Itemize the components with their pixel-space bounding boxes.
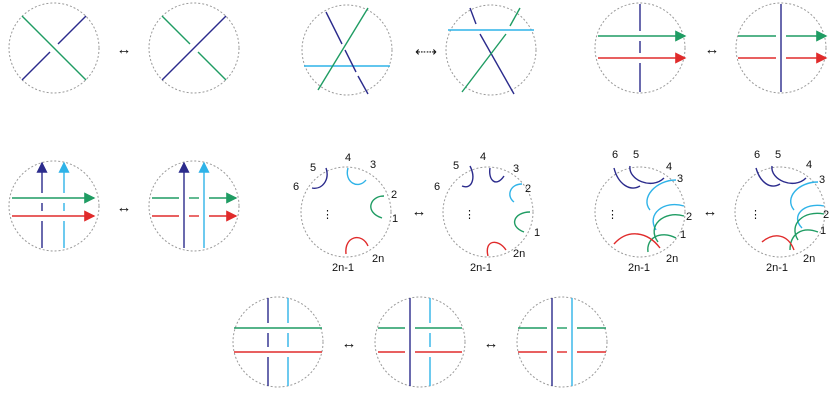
equivalence-arrow: ↔ xyxy=(703,203,718,220)
label-5: 5 xyxy=(775,149,781,161)
label-4: 4 xyxy=(806,159,812,171)
label-1: 1 xyxy=(680,229,686,241)
move-slide-middle xyxy=(374,296,466,388)
move-nested-arcs-right: 6 5 4 3 2 1 ⋮ 2n 2n-1 xyxy=(734,149,829,274)
label-6: 6 xyxy=(293,181,299,193)
label-2n-1: 2n-1 xyxy=(766,262,788,274)
move-arcs-right: 5 4 3 6 2 1 ⋮ 2n 2n-1 xyxy=(434,151,540,274)
move-crossing-right xyxy=(148,2,240,94)
label-dots: ⋮ xyxy=(750,209,761,221)
label-2n: 2n xyxy=(372,253,384,265)
move-slide-right xyxy=(516,296,608,388)
label-4: 4 xyxy=(666,161,672,173)
label-2n-1: 2n-1 xyxy=(470,262,492,274)
label-2n: 2n xyxy=(666,253,678,265)
equivalence-arrow: ↔ xyxy=(117,199,132,216)
label-2n: 2n xyxy=(513,248,525,260)
move-grid-left xyxy=(8,160,100,252)
label-3: 3 xyxy=(819,174,825,186)
equivalence-arrow: ↔ xyxy=(705,41,720,58)
label-4: 4 xyxy=(345,152,351,164)
label-3: 3 xyxy=(370,159,376,171)
dotted-equivalence-arrow: ⇠⇢ xyxy=(415,44,437,59)
label-5: 5 xyxy=(633,149,639,161)
equivalence-arrow: ↔ xyxy=(484,335,499,352)
label-5: 5 xyxy=(453,160,459,172)
label-2: 2 xyxy=(391,189,397,201)
label-1: 1 xyxy=(392,213,398,225)
label-6: 6 xyxy=(612,149,618,161)
label-2: 2 xyxy=(525,183,531,195)
move-pass-right xyxy=(735,2,828,94)
label-dots: ⋮ xyxy=(464,209,475,221)
label-dots: ⋮ xyxy=(607,209,618,221)
move-triangle-left xyxy=(301,4,393,96)
label-4: 4 xyxy=(480,151,486,163)
equivalence-arrow: ↔ xyxy=(117,41,132,58)
label-1: 1 xyxy=(534,227,540,239)
move-crossing-left xyxy=(8,2,100,94)
label-5: 5 xyxy=(310,162,316,174)
move-triangle-right xyxy=(445,4,537,96)
label-6: 6 xyxy=(434,181,440,193)
label-2: 2 xyxy=(686,211,692,223)
move-grid-right xyxy=(148,160,240,252)
label-2n-1: 2n-1 xyxy=(628,262,650,274)
equivalence-arrow: ↔ xyxy=(412,203,427,220)
label-2: 2 xyxy=(823,209,829,221)
equivalence-arrow: ↔ xyxy=(342,335,357,352)
label-6: 6 xyxy=(754,149,760,161)
label-3: 3 xyxy=(677,173,683,185)
move-nested-arcs-left: 6 5 4 3 2 1 ⋮ 2n 2n-1 xyxy=(594,149,692,274)
label-2n: 2n xyxy=(803,253,815,265)
label-3: 3 xyxy=(513,163,519,175)
move-arcs-left: 5 4 3 6 2 1 ⋮ 2n 2n-1 xyxy=(293,152,398,274)
label-1: 1 xyxy=(820,225,826,237)
label-2n-1: 2n-1 xyxy=(332,262,354,274)
move-pass-left xyxy=(594,2,687,94)
label-dots: ⋮ xyxy=(322,209,333,221)
move-slide-left xyxy=(232,296,324,388)
